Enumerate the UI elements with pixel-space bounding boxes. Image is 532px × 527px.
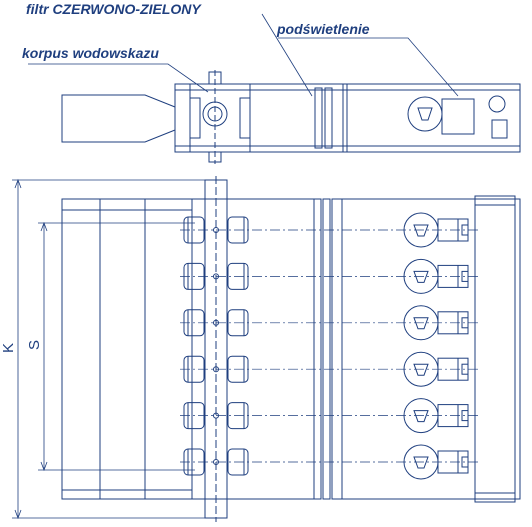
bolt-right (227, 448, 249, 476)
lamp-terminal (461, 363, 469, 375)
dimension-k (12, 178, 205, 520)
bolt-left (183, 355, 205, 383)
callout-filter: filtr CZERWONO-ZIELONY (26, 1, 202, 17)
column-marker (213, 319, 219, 326)
bolt-right (227, 216, 249, 244)
lamp-filament (413, 317, 429, 330)
lamp-terminal (461, 410, 469, 422)
front-view: K S (0, 176, 521, 522)
lamp-terminal (461, 456, 469, 468)
bolt-left (183, 262, 205, 290)
column-marker (213, 273, 219, 280)
front-view-glass (61, 198, 193, 500)
top-view-gauge-body (189, 70, 251, 164)
bolt-right (227, 262, 249, 290)
dimension-s (38, 221, 195, 472)
column-marker (213, 227, 219, 233)
callout-body: korpus wodowskazu (22, 45, 159, 61)
lamp-terminal (461, 224, 469, 236)
lamp-terminal (461, 317, 469, 329)
bolt-left (183, 448, 205, 476)
column-marker (213, 366, 219, 373)
lamp-filament (413, 410, 429, 423)
bolt-right (227, 355, 249, 383)
bolt-right (227, 309, 249, 337)
top-view-filter (314, 84, 348, 152)
lamp-filament (413, 224, 429, 237)
callout-leaders (28, 13, 459, 97)
lamp-terminal (461, 270, 469, 282)
column-marker (213, 459, 219, 465)
dimension-k-label: K (0, 343, 17, 353)
lamp-filament (413, 456, 429, 469)
bolt-left (183, 216, 205, 244)
top-view-inlet (61, 94, 176, 143)
bolt-left (183, 309, 205, 337)
bolt-left (183, 402, 205, 430)
bolt-right (227, 402, 249, 430)
dimension-s-label: S (26, 340, 43, 350)
front-view-sections (180, 212, 480, 480)
lamp-filament (413, 363, 429, 376)
front-view-housing (191, 198, 315, 500)
column-marker (213, 412, 219, 419)
lamp-filament (413, 270, 429, 283)
front-view-lamp-housing (341, 198, 521, 500)
top-view (61, 70, 521, 164)
callout-lighting: podświetlenie (276, 21, 370, 37)
front-view-filter (313, 198, 343, 500)
top-view-lamp (407, 95, 508, 139)
